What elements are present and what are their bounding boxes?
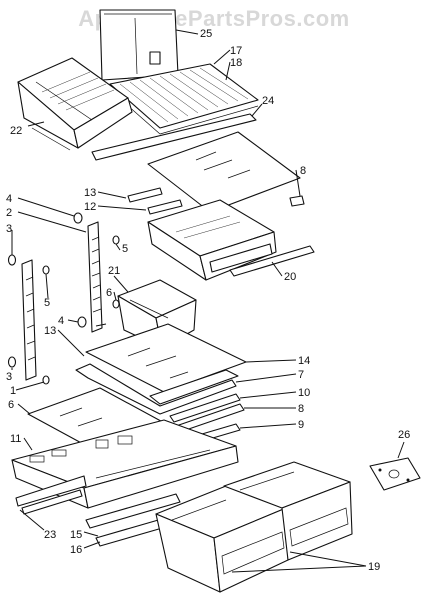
callout-23: 23 [44,529,56,541]
callout-16: 16 [70,544,82,556]
callout-9: 9 [298,419,304,431]
callout-4-lower: 4 [58,315,64,327]
middle-shelf-frame [75,363,239,415]
callout-6-upper: 6 [106,287,112,299]
callout-8-upper: 8 [300,165,306,177]
shelf-ladder-right [87,221,103,333]
callout-11: 11 [10,433,21,445]
callout-22: 22 [10,125,22,137]
crisper-drawer-right [223,461,353,561]
callout-5-left: 5 [44,297,50,309]
callout-25: 25 [200,28,212,40]
callout-10: 10 [298,387,310,399]
callout-24: 24 [262,95,274,107]
callout-4-upper: 4 [6,193,12,205]
callout-3-lower: 3 [6,371,12,383]
humidity-control [369,457,421,491]
glass-shelf-upper [147,131,301,213]
callout-14: 14 [298,355,310,367]
callout-13-upper: 13 [84,187,96,199]
callout-17: 17 [230,45,242,57]
callout-18: 18 [230,57,242,69]
callout-labels: 25 17 18 22 24 8 13 12 4 2 3 5 21 20 5 4… [6,28,410,573]
callout-15: 15 [70,529,82,541]
callout-26: 26 [398,429,410,441]
callout-13-lower: 13 [44,325,56,337]
shelf-rail [91,113,257,161]
shelf-side-rails [127,187,305,215]
callout-12: 12 [84,201,96,213]
screws-and-caps [7,212,120,385]
callout-2: 2 [6,207,12,219]
callout-1: 1 [10,385,16,397]
callout-7: 7 [298,369,304,381]
right-rail-upper [229,245,315,277]
callout-21: 21 [108,265,120,277]
shelf-ladder-left [21,259,37,381]
leader-lines [11,29,405,573]
upper-pan [147,199,277,281]
upper-back-cover [99,9,179,81]
callout-20: 20 [284,271,296,283]
callout-6-lower: 6 [8,399,14,411]
callout-8-lower: 8 [298,403,304,415]
wire-shelf [109,63,259,135]
deli-drawer [17,57,133,151]
callout-3-upper: 3 [6,223,12,235]
callout-5-right: 5 [122,243,128,255]
callout-19: 19 [368,561,380,573]
